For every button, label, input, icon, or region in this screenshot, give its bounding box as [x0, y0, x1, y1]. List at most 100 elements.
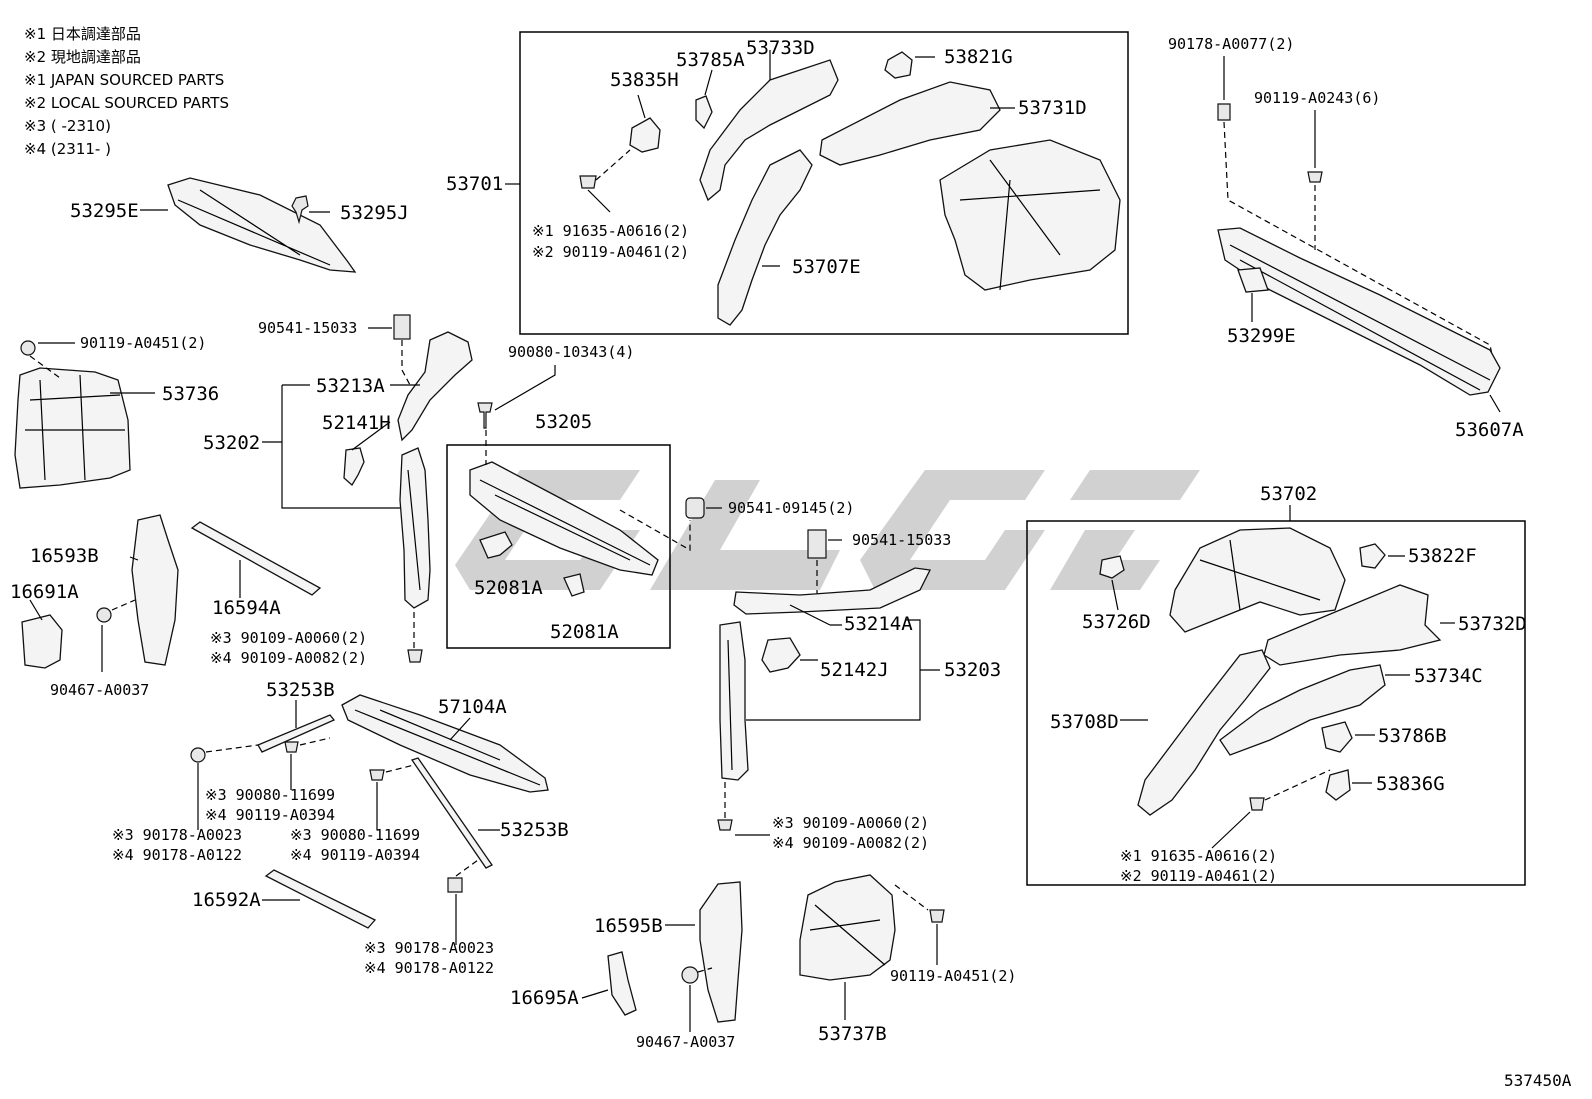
- label-53737B: 53737B: [818, 1023, 887, 1045]
- label-53295E: 53295E: [70, 200, 139, 222]
- bolt-90467-A0037-left: [96, 607, 112, 623]
- nut-90178-A0023-a: [190, 747, 206, 763]
- label-16594A: 16594A: [212, 597, 281, 619]
- label-16592A: 16592A: [192, 889, 261, 911]
- label-53708D: 53708D: [1050, 711, 1119, 733]
- label-90119-A0394-b: ※4 90119-A0394: [290, 846, 420, 864]
- label-90119-a: ※2 90119-A0461(2): [532, 243, 690, 261]
- label-90178-A0023-b: ※3 90178-A0023: [364, 939, 494, 957]
- label-90119-b: ※2 90119-A0461(2): [1120, 867, 1278, 885]
- label-90541-09145: 90541-09145(2): [728, 499, 855, 517]
- part-53836G: [1325, 769, 1351, 801]
- part-53731D: [819, 81, 1001, 166]
- bolt-90119-A0451-bottom: [929, 909, 945, 923]
- note-line-2: ※2 現地調達部品: [24, 48, 141, 66]
- label-90541-15033-b: 90541-15033: [852, 531, 952, 549]
- part-53732D: [1263, 584, 1442, 666]
- part-53213A: [397, 331, 473, 442]
- part-53702-apron: [1169, 527, 1346, 633]
- bolt-90080-10343: [477, 402, 493, 429]
- label-53214A: 53214A: [844, 613, 913, 635]
- bolt-90080-11699-b: [369, 769, 385, 781]
- bumper-90541-09145: [685, 497, 705, 519]
- part-53707E: [717, 149, 813, 326]
- part-52081A-2: [563, 573, 585, 597]
- note-line-5: ※3 ( -2310): [24, 117, 111, 135]
- label-52142J: 52142J: [820, 659, 889, 681]
- label-90467-A0037-b: 90467-A0037: [636, 1033, 736, 1051]
- part-53295E: [167, 177, 357, 273]
- label-53785A: 53785A: [676, 49, 745, 71]
- label-53821G: 53821G: [944, 46, 1013, 68]
- label-90080-11699-b: ※3 90080-11699: [290, 826, 420, 844]
- label-53701: 53701: [446, 173, 504, 195]
- note-line-1: ※1 日本調達部品: [24, 25, 141, 43]
- label-90467-A0037-a: 90467-A0037: [50, 681, 150, 699]
- label-90178-A0122-b: ※4 90178-A0122: [364, 959, 494, 977]
- label-53734C: 53734C: [1414, 665, 1483, 687]
- label-90080-11699-a: ※3 90080-11699: [205, 786, 335, 804]
- part-53205: [469, 461, 659, 576]
- label-16695A: 16695A: [510, 987, 579, 1009]
- label-53786B: 53786B: [1378, 725, 1447, 747]
- label-91635-a: ※1 91635-A0616(2): [532, 222, 690, 240]
- label-90109-A0082-b: ※4 90109-A0082(2): [772, 834, 930, 852]
- note-line-6: ※4 (2311- ): [24, 140, 111, 158]
- note-line-3: ※1 JAPAN SOURCED PARTS: [24, 71, 225, 89]
- part-53214A: [733, 567, 931, 615]
- part-16695A: [607, 951, 637, 1016]
- note-line-4: ※2 LOCAL SOURCED PARTS: [24, 94, 229, 112]
- label-53607A: 53607A: [1455, 419, 1524, 441]
- bolt-91635-A0616-a: [579, 175, 597, 189]
- label-53736: 53736: [162, 383, 220, 405]
- part-16592A: [264, 869, 377, 929]
- part-53736: [14, 367, 131, 489]
- label-90178-A0023-a: ※3 90178-A0023: [112, 826, 242, 844]
- label-57104A: 57104A: [438, 696, 507, 718]
- part-53202-pillar: [399, 447, 431, 609]
- label-90178-A0122-a: ※4 90178-A0122: [112, 846, 242, 864]
- label-53253B-2: 53253B: [500, 819, 569, 841]
- label-53702: 53702: [1260, 483, 1318, 505]
- label-52081A-2: 52081A: [550, 621, 619, 643]
- part-53253B-rod-1: [257, 714, 336, 753]
- part-53203-pillar: [719, 621, 749, 781]
- label-90119-A0243: 90119-A0243(6): [1254, 89, 1381, 107]
- bolt-91635-A0616-b: [1249, 797, 1265, 811]
- label-53835H: 53835H: [610, 69, 679, 91]
- label-53731D: 53731D: [1018, 97, 1087, 119]
- label-90541-15033-a: 90541-15033: [258, 319, 358, 337]
- label-90109-A0060-b: ※3 90109-A0060(2): [772, 814, 930, 832]
- label-90178-A0077: 90178-A0077(2): [1168, 35, 1295, 53]
- bolt-90119-A0243: [1307, 171, 1323, 183]
- label-53203: 53203: [944, 659, 1002, 681]
- label-53732D: 53732D: [1458, 613, 1527, 635]
- label-53836G: 53836G: [1376, 773, 1445, 795]
- label-53707E: 53707E: [792, 256, 861, 278]
- nut-90178-A0023-b: [447, 877, 463, 893]
- part-16594A: [190, 521, 322, 596]
- part-53821G: [884, 51, 913, 79]
- label-53733D: 53733D: [746, 37, 815, 59]
- part-16691A: [21, 614, 63, 669]
- nut-90178-A0077: [1217, 103, 1231, 121]
- label-53822F: 53822F: [1408, 545, 1477, 567]
- label-52141H: 52141H: [322, 412, 391, 434]
- label-53295J: 53295J: [340, 202, 409, 224]
- bolt-90119-A0451-left: [20, 340, 36, 356]
- part-53733D: [699, 59, 839, 202]
- label-53253B-1: 53253B: [266, 679, 335, 701]
- label-53205: 53205: [535, 411, 593, 433]
- part-53726D: [1099, 555, 1125, 579]
- clip-53295J: [291, 195, 309, 225]
- part-52141H: [343, 447, 365, 487]
- group-box-53702: [1026, 520, 1526, 886]
- part-53835H: [629, 117, 661, 153]
- label-90109-A0082-a: ※4 90109-A0082(2): [210, 649, 368, 667]
- bolt-90080-11699-a: [284, 741, 299, 753]
- label-90119-A0394-a: ※4 90119-A0394: [205, 806, 335, 824]
- label-53299E: 53299E: [1227, 325, 1296, 347]
- part-52142J: [761, 637, 801, 673]
- bumper-90541-15033-a: [393, 314, 411, 340]
- label-52081A-1: 52081A: [474, 577, 543, 599]
